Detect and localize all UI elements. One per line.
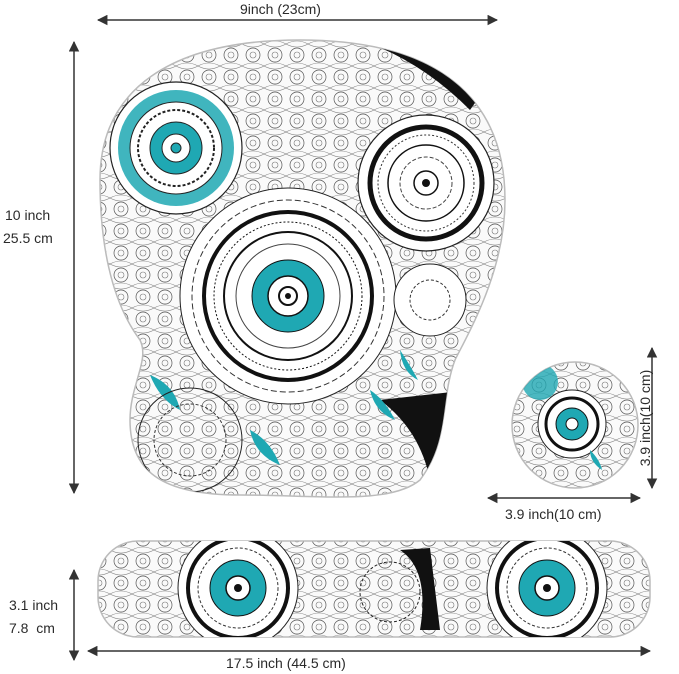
coaster-height-label: 3.9 inch(10 cm) (637, 369, 654, 467)
pad-height-cm-label: 25.5 cm (3, 230, 53, 246)
pad-width-label: 9inch (23cm) (240, 1, 321, 17)
rest-width-label: 17.5 inch (44.5 cm) (226, 655, 346, 671)
pad-height-in-label: 10 inch (5, 207, 51, 223)
coaster-width-label: 3.9 inch(10 cm) (505, 506, 602, 522)
mandala-top-left (109, 81, 243, 215)
coaster (511, 361, 639, 489)
mouse-pad (99, 39, 506, 498)
wrist-rest-mandala-right (486, 541, 608, 637)
mandala-top-right (357, 114, 495, 252)
wrist-rest (97, 540, 651, 638)
rest-height-in-label: 3.1 inch (9, 597, 59, 613)
mandala-center (179, 187, 397, 405)
rest-height-cm-label: 7.8 cm (9, 620, 55, 636)
wrist-rest-mandala-left (177, 541, 299, 637)
